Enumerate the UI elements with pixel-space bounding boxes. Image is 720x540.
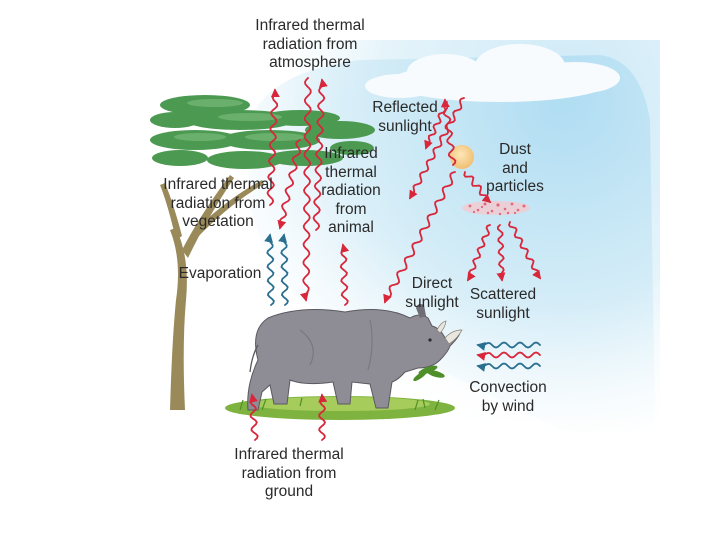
label-scattered-sunlight: Scattered sunlight	[458, 286, 548, 323]
label-ir-animal: Infrared thermal radiation from animal	[306, 145, 396, 238]
label-dust-particles: Dust and particles	[475, 141, 555, 197]
label-reflected-sunlight: Reflected sunlight	[355, 99, 455, 136]
label-ir-ground: Infrared thermal radiation from ground	[214, 446, 364, 502]
label-evaporation: Evaporation	[165, 265, 275, 284]
label-ir-atmosphere: Infrared thermal radiation from atmosphe…	[230, 17, 390, 73]
label-convection-wind: Convection by wind	[458, 379, 558, 416]
label-ir-vegetation: Infrared thermal radiation from vegetati…	[148, 176, 288, 232]
